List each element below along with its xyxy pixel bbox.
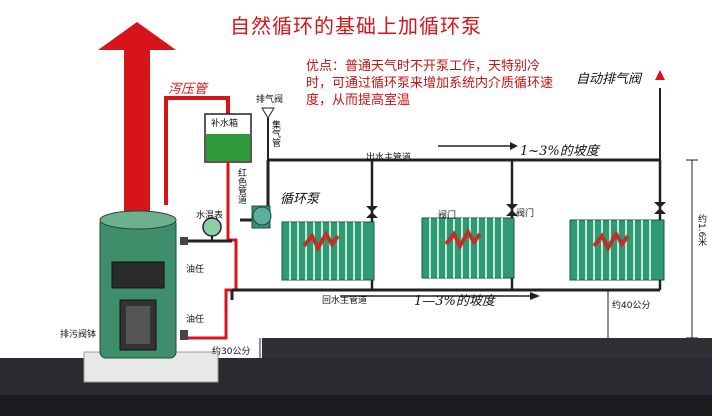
advantage-note: 优点：普通天气时不开泵工作，天特别冷时，可通过循环泵来增加系统内介质循环速度，从… (306, 59, 554, 108)
height-total-label: 约1.6米 (696, 214, 706, 247)
red-pipe-label: 红色管道 (236, 168, 246, 204)
radiator-2 (421, 217, 515, 279)
pump-label: 循环泵 (280, 192, 320, 207)
union-bottom-label: 油任 (186, 315, 205, 325)
valve-mid-right-label: 阀门 (516, 209, 535, 219)
relief-pipe-label: 泻压管 (168, 82, 208, 97)
relief-pipe (164, 96, 230, 205)
radiator-1 (281, 221, 375, 281)
diagram-title: 自然循环的基础上加循环泵 (230, 14, 482, 38)
height-floor-label: 约30公分 (212, 347, 251, 357)
circulation-pump (251, 205, 272, 229)
height-radiator-label: 约40公分 (612, 301, 651, 311)
union-top-label: 油任 (186, 265, 205, 275)
auto-vent-label: 自动排气阀 (576, 72, 642, 87)
slope-bottom-label: 1—3%的坡度 (414, 294, 495, 309)
supply-main-label: 出水主管道 (366, 153, 412, 163)
thermometer-label: 水温表 (196, 211, 224, 221)
boiler (99, 210, 188, 359)
radiator-3 (569, 219, 665, 281)
gas-collector-label: 集气管 (270, 120, 280, 147)
exhaust-valve-label: 排气阀 (256, 95, 284, 105)
valve-mid-left-label: 阀门 (438, 211, 457, 221)
raised-floor (262, 338, 712, 358)
drain-valve-label: 排污阀钵 (60, 330, 97, 340)
makeup-tank-label: 补水箱 (211, 119, 239, 129)
return-main-label: 回水主管道 (322, 296, 368, 306)
chimney-arrow (124, 48, 150, 220)
slope-top-label: 1~3%的坡度 (520, 144, 599, 159)
